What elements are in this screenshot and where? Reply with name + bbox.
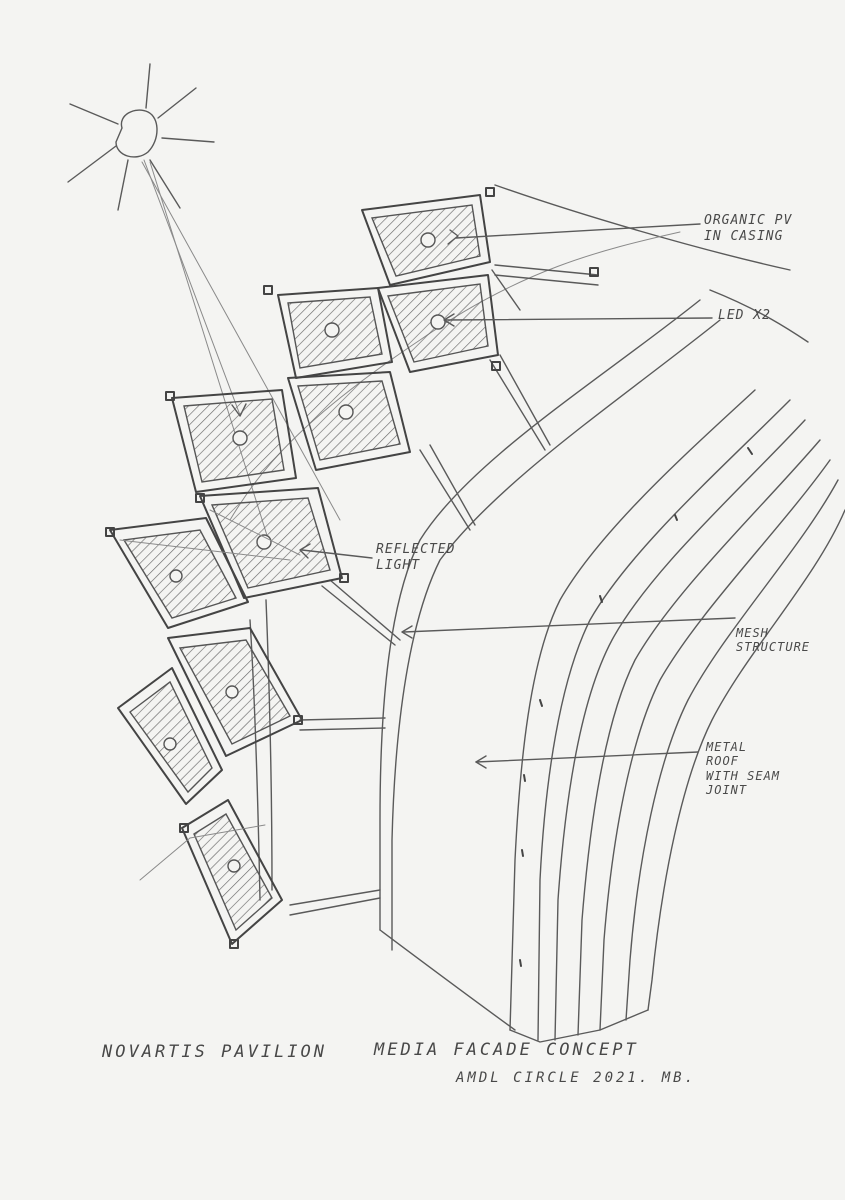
pv-panel-icon xyxy=(277,287,393,379)
annotation-line: STRUCTURE xyxy=(736,640,811,655)
pv-panel-icon xyxy=(117,667,223,805)
title-project: NOVARTIS PAVILION xyxy=(102,1042,327,1062)
metal-roof xyxy=(509,389,845,1043)
pv-panel-icon xyxy=(109,517,249,629)
annotation-line: ORGANIC PV xyxy=(704,213,793,228)
annotation-line: MESH xyxy=(736,626,769,640)
pv-panel-array xyxy=(105,187,599,949)
pv-panel-icon xyxy=(361,194,491,286)
title-concept: MEDIA FACADE CONCEPT xyxy=(374,1040,639,1060)
annotation-line: IN CASING xyxy=(704,228,784,244)
annotation-metal-roof: METAL ROOF WITH SEAM JOINT xyxy=(706,740,780,798)
reflected-light-lines xyxy=(119,509,301,881)
pv-panel-icon xyxy=(287,371,411,471)
title-credit: AMDL CIRCLE 2021. MB. xyxy=(456,1070,697,1086)
annotation-line: ROOF xyxy=(706,754,739,769)
leader-lines xyxy=(299,223,736,769)
annotation-line: JOINT xyxy=(706,783,748,798)
pv-panel-icon xyxy=(377,274,499,373)
annotation-reflected-light: REFLECTED LIGHT xyxy=(376,542,455,573)
annotation-line: WITH SEAM xyxy=(706,768,781,783)
annotation-line: REFLECTED xyxy=(376,542,456,557)
annotation-line: LED x2 xyxy=(718,308,771,323)
annotation-line: LIGHT xyxy=(376,557,421,573)
annotation-mesh-structure: MESH STRUCTURE xyxy=(736,626,810,655)
sun-icon xyxy=(67,63,215,211)
pv-panel-icon xyxy=(181,799,283,945)
annotation-led: LED x2 xyxy=(718,308,771,324)
annotation-line: METAL xyxy=(706,740,748,754)
pv-panel-icon xyxy=(171,389,297,493)
annotation-organic-pv: ORGANIC PV IN CASING xyxy=(704,213,792,244)
